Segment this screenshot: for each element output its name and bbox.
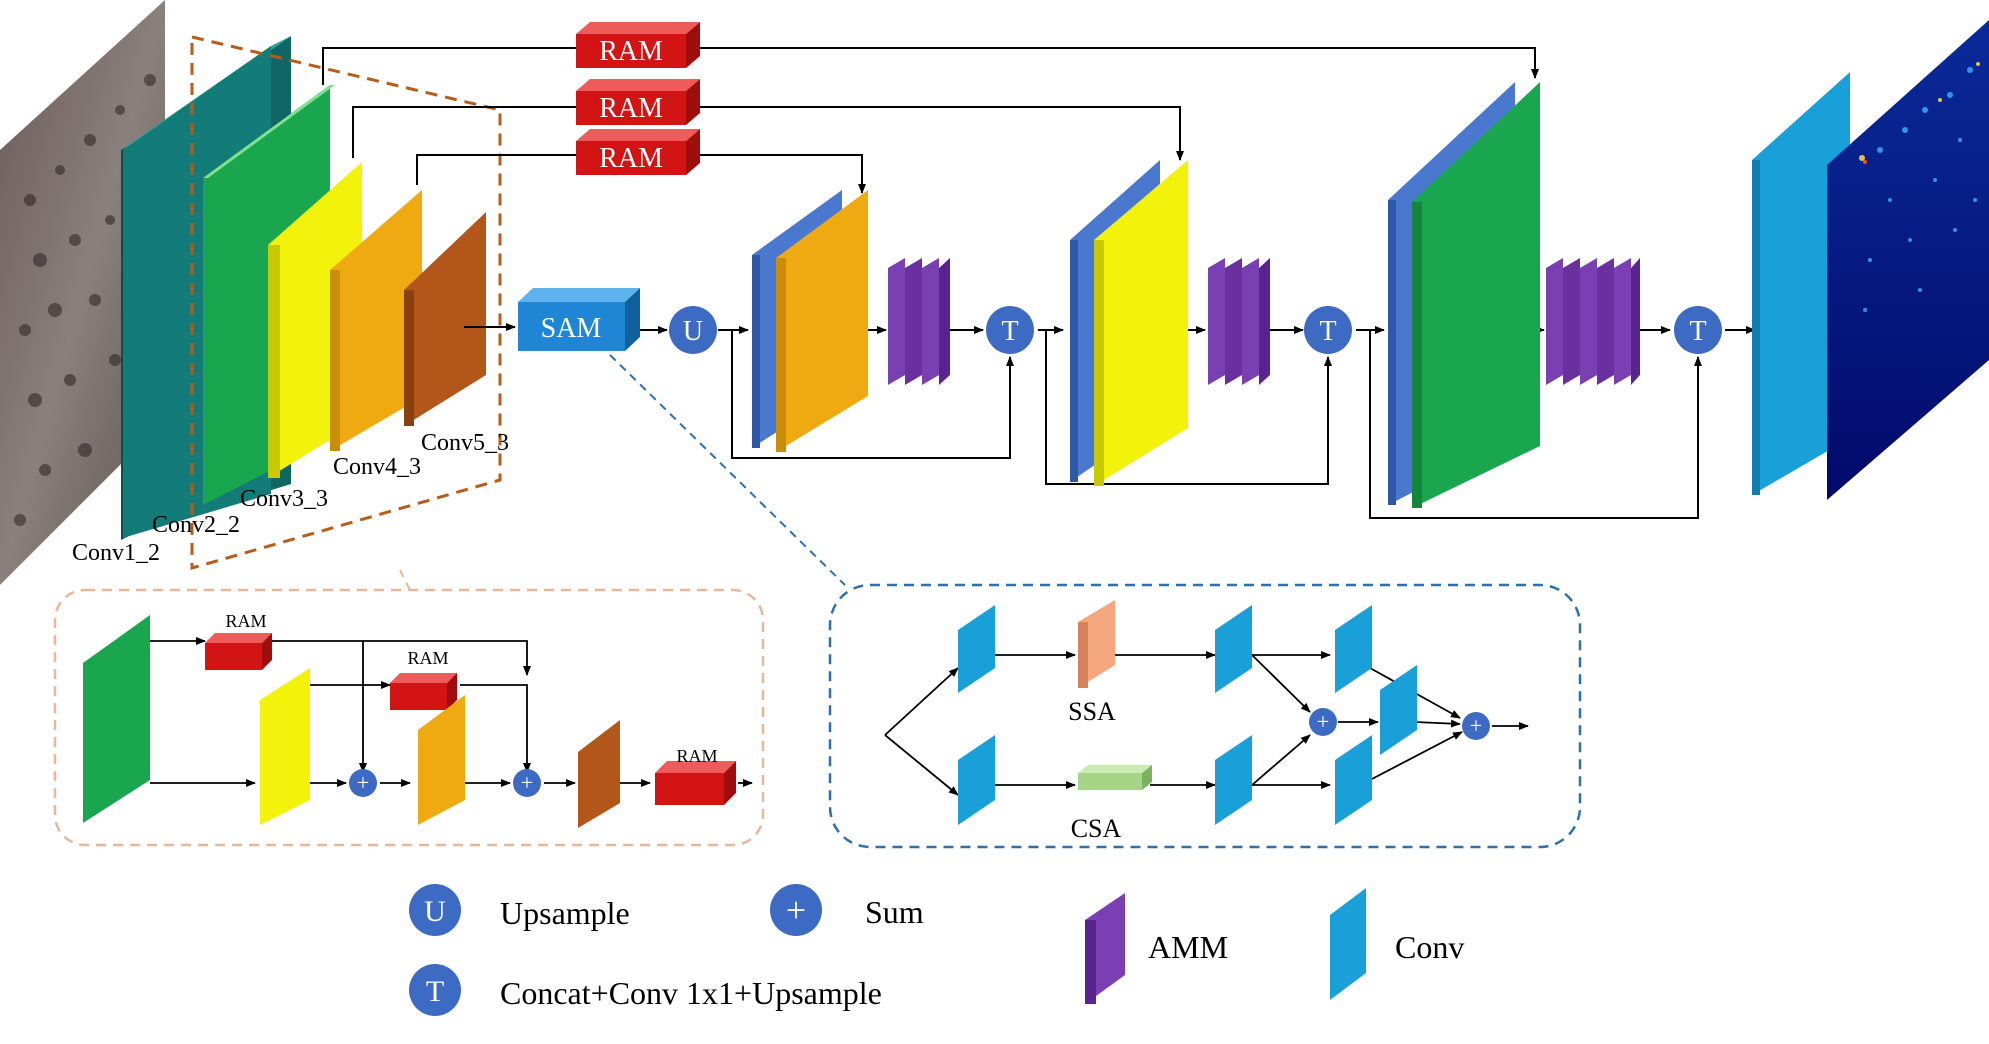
- inset-sum-node-2: [513, 769, 541, 797]
- layer-conv4: [330, 190, 422, 451]
- decoder-green-block: [1412, 82, 1540, 508]
- upsample-node-label: U: [683, 316, 703, 347]
- amm-stack-1: [888, 258, 950, 385]
- amm-stack-2: [1208, 258, 1270, 385]
- skip-connections: [322, 47, 1539, 194]
- legend-amm: AMM: [1085, 893, 1228, 1004]
- inset-encoder-detail: RAM RAM + + RAM: [53, 588, 765, 847]
- leader-left: [399, 569, 411, 591]
- ram-label-3: RAM: [599, 143, 663, 174]
- legend-concat-symbol: T: [426, 975, 444, 1008]
- sam-conv-1: [958, 605, 995, 693]
- sam-sum-plus-2: +: [1470, 713, 1482, 738]
- inset-sum-node-1: [349, 769, 377, 797]
- inset-ram-label-1: RAM: [225, 611, 266, 631]
- t-node-3: T: [1674, 306, 1722, 354]
- sam-label: SAM: [541, 313, 602, 344]
- final-conv-block: [1752, 72, 1850, 495]
- t-node-2: T: [1304, 306, 1352, 354]
- ram-block-2: RAM: [576, 79, 700, 125]
- decoder-stage-2: [1070, 160, 1188, 486]
- csa-label: CSA: [1071, 814, 1122, 843]
- sam-block: SAM: [518, 288, 640, 351]
- sam-conv-2: [958, 735, 995, 825]
- decoder-yellow-block: [1094, 160, 1188, 486]
- sam-sum-node-2: [1462, 712, 1490, 740]
- legend-conv-label: Conv: [1395, 929, 1464, 965]
- conv2-label: Conv2_2: [152, 512, 240, 538]
- legend-amm-label: AMM: [1148, 929, 1228, 965]
- inset-yellow-block: [260, 668, 310, 825]
- ssa-label: SSA: [1068, 697, 1116, 726]
- decoder-stage-3: [1388, 82, 1540, 508]
- sam-sum-node-1: [1309, 708, 1337, 736]
- inset-sam-detail: SSA CSA + +: [828, 583, 1582, 849]
- inset-ram-label-3: RAM: [676, 746, 717, 766]
- inset-sum-plus-1: +: [357, 770, 369, 795]
- inset-brown-block: [578, 720, 620, 828]
- legend-concat-label: Concat+Conv 1x1+Upsample: [500, 975, 882, 1011]
- sam-conv-4: [1215, 735, 1252, 825]
- encoder-dashed-outline: [190, 35, 502, 570]
- sam-conv-3: [1215, 605, 1252, 693]
- conv5-label: Conv5_3: [421, 430, 509, 456]
- legend-sum: + Sum: [770, 884, 924, 936]
- sam-conv-5: [1335, 605, 1372, 693]
- encoder: Conv1_2 Conv2_2 Conv3_3 Conv4_3 Conv5_3: [72, 35, 509, 570]
- amm-stack-3: [1546, 258, 1640, 385]
- conv4-block: [330, 190, 422, 451]
- conv4-label: Conv4_3: [333, 454, 421, 480]
- sam-conv-6: [1380, 665, 1417, 755]
- inset-orange-block: [418, 695, 465, 825]
- legend-sum-symbol: +: [786, 890, 806, 930]
- ram-block-1: RAM: [576, 22, 700, 68]
- inset-sum-plus-2: +: [521, 770, 533, 795]
- layer-conv5: [404, 212, 486, 426]
- decoder-stage-1: [752, 190, 868, 452]
- sam-conv-7: [1335, 735, 1372, 825]
- ram-block-3: RAM: [576, 129, 700, 175]
- conv3-label: Conv3_3: [240, 486, 328, 512]
- upsample-node: U: [669, 306, 717, 354]
- legend-upsample: U Upsample: [409, 884, 630, 936]
- legend-concat: T Concat+Conv 1x1+Upsample: [409, 964, 882, 1016]
- inset-green-block: [83, 615, 150, 823]
- density-map: [1827, 20, 1989, 500]
- legend-upsample-label: Upsample: [500, 895, 630, 931]
- ram-label-2: RAM: [599, 93, 663, 124]
- inset-ram-label-2: RAM: [407, 648, 448, 668]
- t-node-label-3: T: [1689, 316, 1706, 347]
- legend-sum-label: Sum: [865, 894, 924, 930]
- csa-block: [1078, 773, 1142, 790]
- legend: U Upsample + Sum T Concat+Conv 1x1+Upsam…: [409, 884, 1464, 1016]
- conv5-block: [404, 212, 486, 426]
- sam-sum-plus-1: +: [1317, 709, 1329, 734]
- layer-conv2: [203, 85, 335, 505]
- t-node-label-2: T: [1319, 316, 1336, 347]
- legend-conv: Conv: [1330, 888, 1464, 1000]
- ram-label-1: RAM: [599, 36, 663, 67]
- legend-upsample-symbol: U: [424, 895, 446, 928]
- decoder-orange-block: [776, 190, 868, 452]
- t-node-1: T: [986, 306, 1034, 354]
- t-node-label-1: T: [1001, 316, 1018, 347]
- conv1-label: Conv1_2: [72, 540, 160, 566]
